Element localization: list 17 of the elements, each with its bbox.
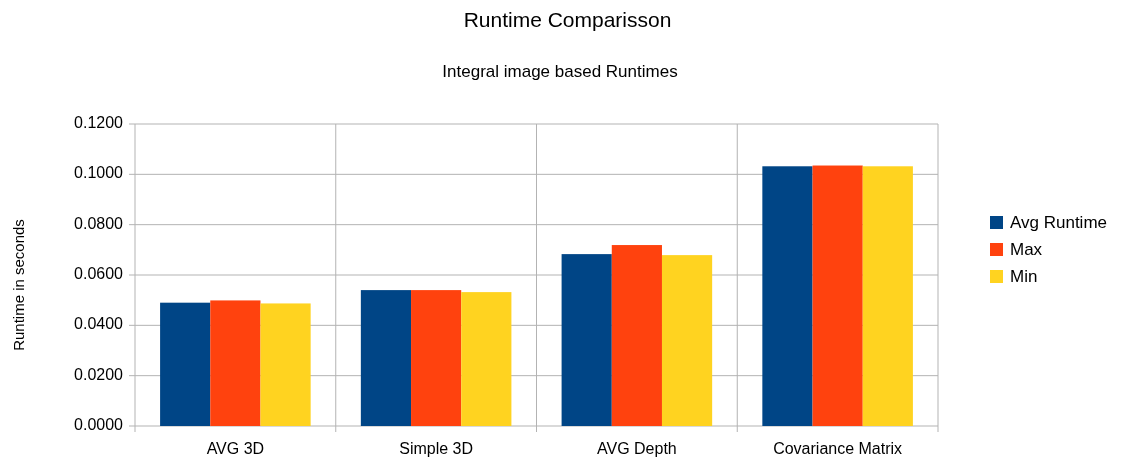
axis-tick-label: 0.0200 xyxy=(74,365,123,384)
axis-tick-label: AVG Depth xyxy=(596,440,678,458)
legend-label: Max xyxy=(1010,240,1043,260)
axis-tick-label: 0.1200 xyxy=(74,114,123,132)
axis-tick-label: 0.0800 xyxy=(74,214,123,233)
axis-title: Runtime in seconds xyxy=(9,219,27,351)
axis-tick-label: Covariance Matrix xyxy=(772,440,904,458)
legend-label: Min xyxy=(1010,267,1038,287)
axis-tick-label: Simple 3D xyxy=(398,440,475,458)
axis-tick-label: 0.0400 xyxy=(74,315,123,334)
chart-subtitle: Integral image based Runtimes xyxy=(441,62,679,82)
legend-label: Avg Runtime xyxy=(1010,213,1107,233)
axis-tick-label: 0.0000 xyxy=(74,416,123,434)
axis-tick-label: 0.0600 xyxy=(74,265,123,283)
axis-tick-label: 0.1000 xyxy=(74,164,123,183)
axis-tick-label: AVG 3D xyxy=(205,440,266,458)
chart-title: Runtime Comparisson xyxy=(462,8,673,32)
